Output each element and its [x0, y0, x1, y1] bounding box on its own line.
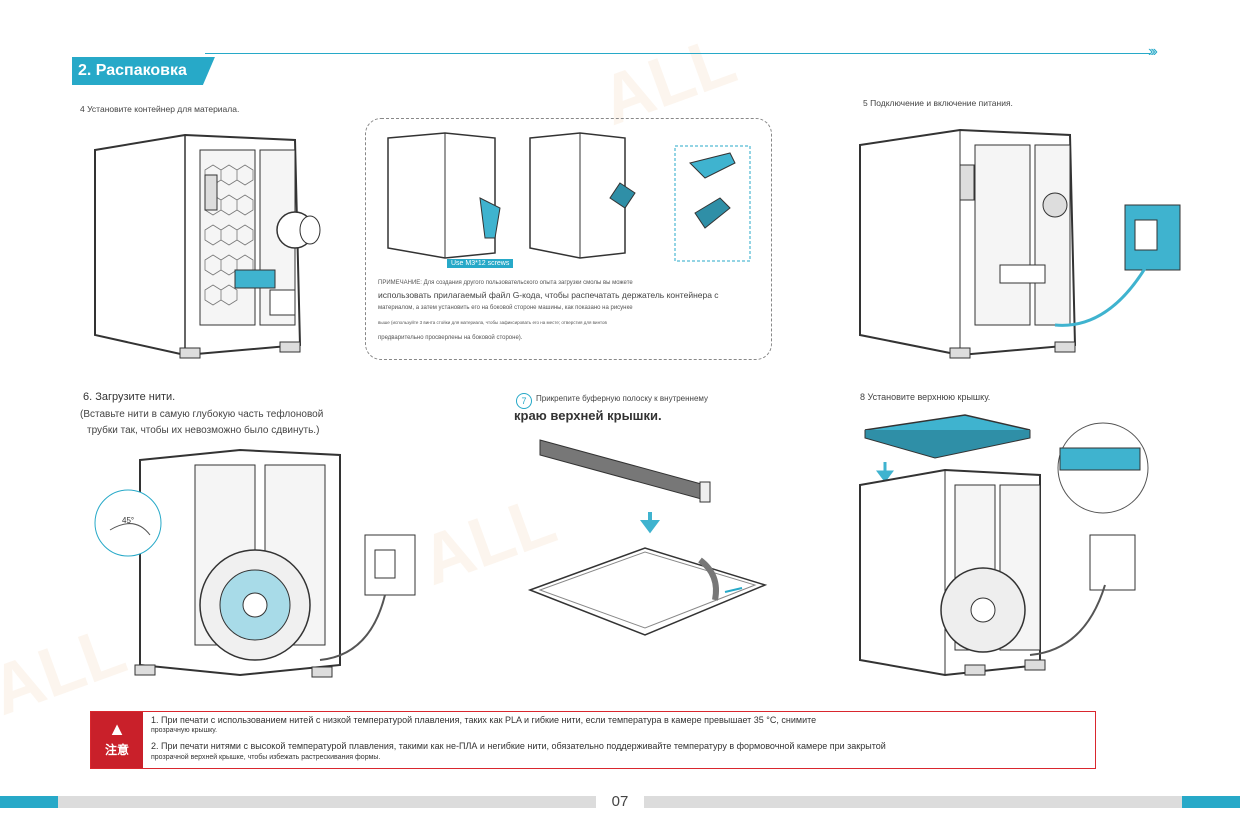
caution-tag: ▲ 注意 — [91, 712, 143, 768]
step-6-title: 6. Загрузите нити. — [83, 391, 176, 403]
warning-triangle-icon: ▲ — [108, 719, 126, 739]
caution-item-1-line-1: 1. При печати с использованием нитей с н… — [151, 715, 817, 725]
step-7-line1: Прикрепите буферную полоску к внутреннем… — [536, 394, 709, 403]
printer-illustration-step8 — [859, 414, 1149, 677]
section-title: 2. Распаковка — [72, 57, 215, 85]
header-rule — [205, 53, 1150, 54]
step-6-line1: (Вставьте нити в самую глубокую часть те… — [80, 409, 324, 420]
note-line-2: использовать прилагаемый файл G-кода, чт… — [378, 290, 719, 300]
step-7-line2: краю верхней крышки. — [514, 408, 662, 423]
buffer-strip-illustration — [527, 439, 768, 636]
note-panel — [365, 118, 772, 360]
page-number: 07 — [611, 793, 629, 810]
printer-illustration-step6 — [94, 448, 416, 678]
printer-illustration-step4 — [94, 133, 321, 359]
screws-label: Use M3*12 screws — [447, 259, 514, 268]
printer-illustration-step5 — [859, 128, 1181, 359]
step-5-label: 5 Подключение и включение питания. — [863, 98, 1013, 108]
footer-bar-right — [644, 796, 1182, 808]
step-8-label: 8 Установите верхнюю крышку. — [860, 392, 991, 402]
note-line-5: предварительно просверлены на боковой ст… — [378, 335, 523, 341]
caution-box: ▲ 注意 1. При печати с использованием ните… — [90, 711, 1096, 769]
note-line-3: материалом, а затем установить его на бо… — [378, 305, 633, 311]
footer-bar-left-accent — [0, 796, 58, 808]
chevron-right-icon: ››› — [1148, 43, 1158, 60]
footer-bar-right-accent — [1182, 796, 1240, 808]
caution-item-2-line-1: 2. При печати нитями с высокой температу… — [151, 741, 886, 751]
caution-item-1-line-2: прозрачную крышку. — [151, 727, 218, 734]
step-6-line2: трубки так, чтобы их невозможно было сдв… — [87, 425, 320, 436]
note-line-1: ПРИМЕЧАНИЕ: Для создания другого пользов… — [378, 280, 633, 286]
step-4-label: 4 Установите контейнер для материала. — [80, 104, 240, 114]
step-7-number: 7 — [516, 393, 532, 409]
footer-bar-left — [58, 796, 596, 808]
caution-item-2-line-2: прозрачной верхней крышке, чтобы избежат… — [151, 754, 381, 761]
printer-mount-illustration — [387, 132, 751, 262]
caution-label: 注意 — [104, 743, 129, 757]
note-line-4: выше (используйте 3 винта стойки для мат… — [378, 320, 607, 325]
angle-label: 45° — [122, 516, 135, 525]
